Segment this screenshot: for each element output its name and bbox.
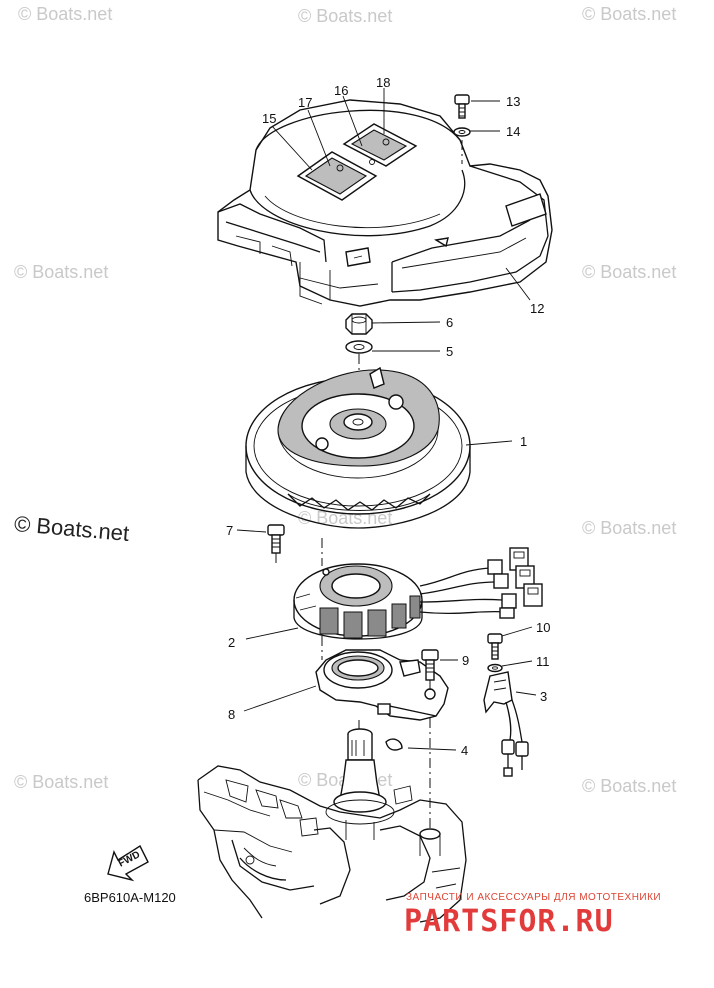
shop-tagline: ЗАПЧАСТИ И АКСЕССУАРЫ ДЛЯ МОТОТЕХНИКИ xyxy=(406,892,662,903)
washer-11 xyxy=(487,663,503,673)
engine-block xyxy=(197,728,467,923)
diagram-code: 6BP610A-M120 xyxy=(84,890,176,905)
bolt-7 xyxy=(267,524,285,566)
watermark: © Boats.net xyxy=(582,262,677,282)
callout-5: 5 xyxy=(446,344,454,359)
fwd-arrow xyxy=(107,844,149,882)
callout-2: 2 xyxy=(228,635,236,650)
callout-15: 15 xyxy=(262,111,277,126)
callout-16: 16 xyxy=(334,83,349,98)
watermark: © Boats.net xyxy=(14,772,109,792)
callout-3: 3 xyxy=(540,689,548,704)
callout-8: 8 xyxy=(228,707,236,722)
callout-6: 6 xyxy=(446,315,454,330)
nut-6 xyxy=(345,313,373,335)
bolt-10 xyxy=(487,633,503,660)
washer-5 xyxy=(345,340,373,354)
callout-14: 14 xyxy=(506,124,521,139)
callout-18: 18 xyxy=(376,75,391,90)
pulser-coil xyxy=(483,671,529,777)
watermark: © Boats.net xyxy=(298,6,393,26)
flywheel-cover xyxy=(217,99,553,307)
stator-base-plate xyxy=(315,636,449,721)
callout-10: 10 xyxy=(536,620,551,635)
stator-assembly xyxy=(293,538,543,640)
woodruff-key-4 xyxy=(385,738,403,751)
watermark: © Boats.net xyxy=(582,518,677,538)
callout-4: 4 xyxy=(461,743,469,758)
bolt-13 xyxy=(454,94,470,119)
callout-1: 1 xyxy=(520,434,528,449)
leader-lines xyxy=(236,88,537,751)
callout-13: 13 xyxy=(506,94,521,109)
callout-7: 7 xyxy=(226,523,234,538)
flywheel xyxy=(245,366,471,529)
callout-9: 9 xyxy=(462,653,470,668)
watermark: © Boats.net xyxy=(582,4,677,24)
watermark: © Boats.net xyxy=(582,776,677,796)
watermark: © Boats.net xyxy=(18,4,113,24)
callout-17: 17 xyxy=(298,95,313,110)
shop-logo: PARTSFOR.RU xyxy=(404,904,614,939)
bolt-9 xyxy=(421,649,439,690)
washer-14 xyxy=(453,127,471,164)
watermark: © Boats.net xyxy=(14,262,109,282)
callout-11: 11 xyxy=(536,654,550,669)
callout-12: 12 xyxy=(530,301,545,316)
